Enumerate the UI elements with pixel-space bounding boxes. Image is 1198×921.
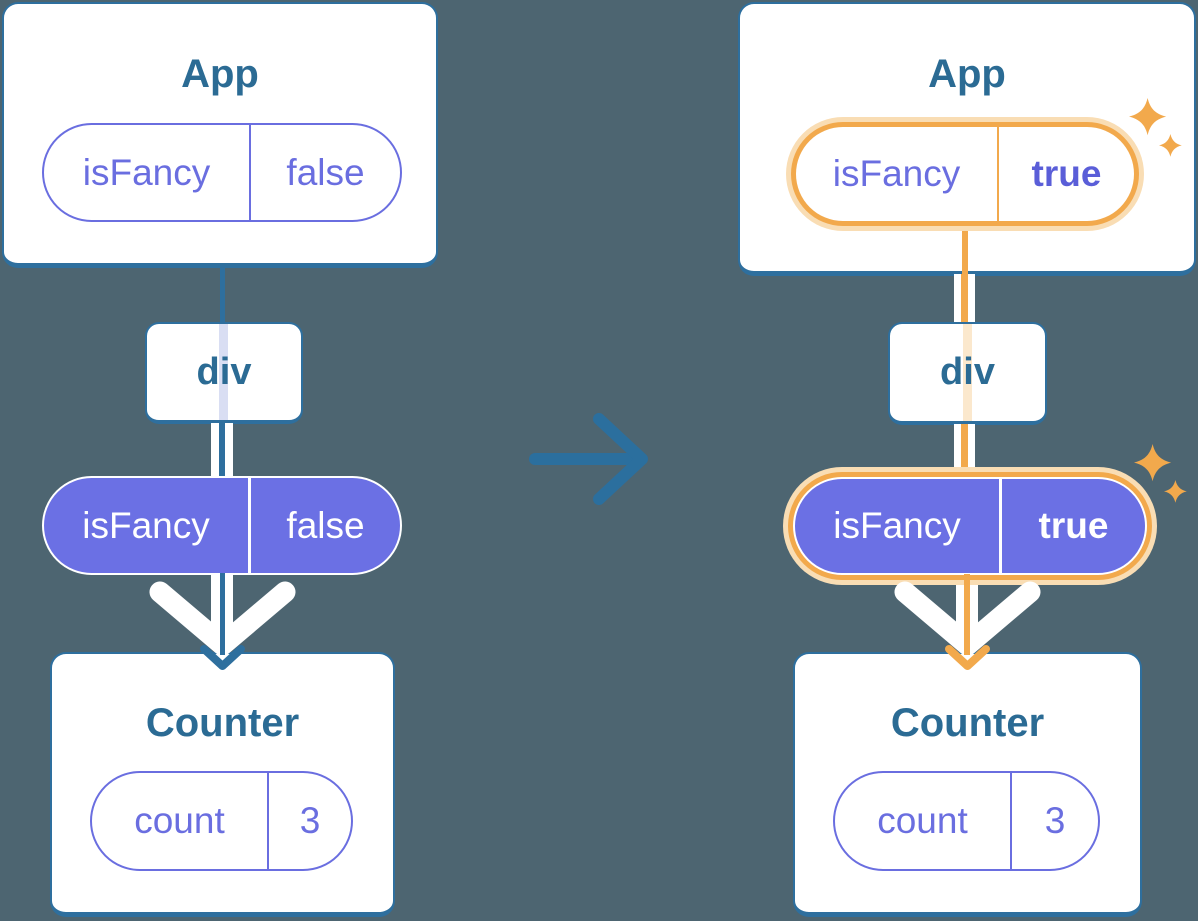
counter-state-pill-after: count 3: [833, 771, 1100, 871]
passed-prop-pill-after: isFancy true: [793, 477, 1147, 575]
pill-name-label: isFancy: [82, 504, 210, 546]
app-card-title: App: [928, 52, 1006, 96]
connector-prop-to-counter-core: [220, 573, 225, 655]
pill-name-label: isFancy: [833, 505, 961, 546]
app-state-pill-after: isFancy true: [796, 127, 1134, 221]
div-card-after: div: [888, 322, 1047, 425]
pill-name-label: count: [134, 800, 225, 841]
pill-value-label: false: [248, 478, 400, 573]
pill-value-label: 3: [1010, 773, 1098, 869]
connector-app-to-div: [954, 274, 975, 322]
div-card-label: div: [196, 350, 252, 393]
div-card-label: div: [940, 351, 995, 393]
pill-value-label: true: [997, 127, 1134, 221]
sparkle-icon: [1129, 98, 1182, 157]
arrow-down-icon: [945, 645, 990, 670]
connector-app-pill-tail: [962, 220, 968, 276]
app-card-title: App: [181, 52, 259, 96]
div-card-before: div: [145, 322, 303, 424]
connector-app-to-div: [220, 265, 225, 324]
arrow-right-icon: [529, 413, 648, 505]
pill-name-label: isFancy: [82, 151, 211, 193]
prop-pass-stripe: [219, 324, 228, 420]
prop-pass-stripe: [963, 324, 972, 421]
connector-div-to-prop: [211, 423, 233, 478]
pill-name-label: count: [877, 800, 968, 841]
counter-card-title: Counter: [145, 701, 300, 745]
passed-prop-pill-before: isFancy false: [42, 476, 402, 575]
counter-card-title: Counter: [890, 701, 1045, 745]
app-state-pill-before: isFancy false: [42, 123, 402, 222]
pill-value-label: true: [999, 479, 1145, 573]
pill-value-label: false: [249, 125, 400, 220]
connector-prop-to-counter-core: [964, 574, 970, 655]
counter-state-pill-before: count 3: [90, 771, 353, 871]
connector-div-to-prop: [954, 424, 975, 478]
pill-value-label: 3: [267, 773, 351, 869]
pill-name-label: isFancy: [832, 153, 961, 194]
sparkle-icon: [1134, 444, 1187, 503]
arrow-down-icon: [200, 645, 245, 670]
